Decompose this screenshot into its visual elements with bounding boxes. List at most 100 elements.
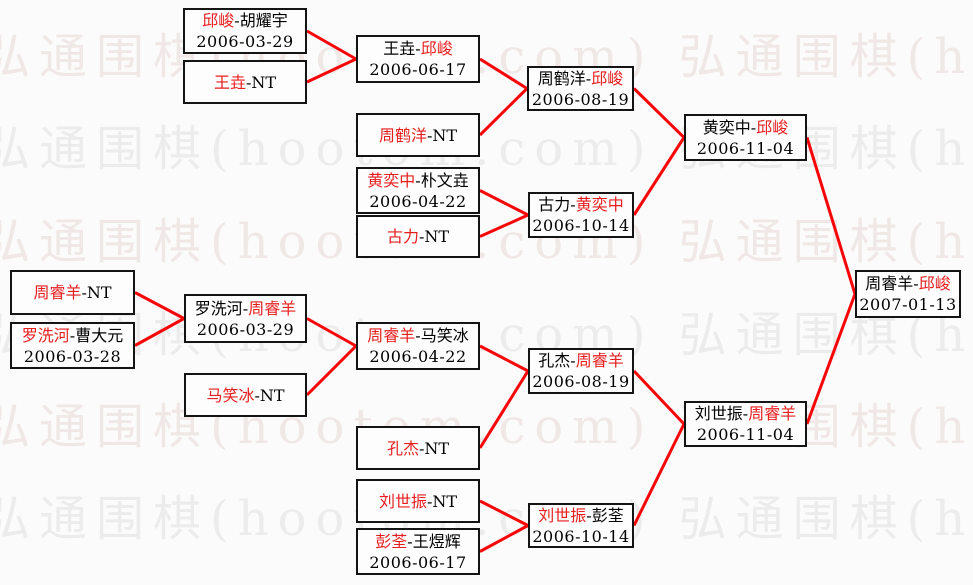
match-date: 2006-11-04 — [696, 425, 795, 444]
player-left-name: 黄奕中 — [367, 170, 416, 190]
connector-line — [306, 57, 357, 84]
match-date: 2006-04-22 — [369, 191, 467, 211]
match-players: 彭荃-王煜辉 — [375, 531, 460, 552]
player-left-name: 孔杰 — [538, 351, 571, 370]
player-separator: - — [234, 11, 240, 30]
match-players: 罗洗河-曹大元 — [22, 325, 123, 346]
player-left-name: 黄奕中 — [702, 117, 751, 137]
match-box-s1b: 罗洗河-曹大元 2006-03-28 — [10, 322, 135, 369]
player-left-name: 孔杰 — [386, 438, 419, 458]
player-left-name: 周睿羊 — [865, 274, 914, 293]
player-left-name: 罗洗河 — [194, 298, 243, 318]
player-separator: - — [242, 298, 249, 318]
connector-line — [478, 87, 529, 137]
player-left-name: 古力 — [538, 195, 571, 214]
match-box-s2b: 马笑冰-NT — [184, 373, 307, 417]
player-separator: - — [415, 39, 421, 58]
player-right-name: 邱峻 — [756, 117, 789, 137]
match-box-s3d: 彭荃-王煜辉 2006-06-17 — [356, 528, 480, 575]
player-separator: - — [586, 505, 592, 525]
connector-line — [134, 317, 185, 347]
connector-line — [306, 317, 357, 348]
player-left-name: 刘世振 — [694, 404, 743, 423]
player-right-name: 周睿羊 — [748, 404, 797, 423]
match-box-r1a: 邱峻-胡耀宇 2006-03-29 — [183, 8, 307, 54]
player-right-name: NT — [259, 385, 285, 405]
connector-line — [479, 524, 529, 553]
match-date: 2006-06-17 — [369, 552, 467, 572]
match-box-r2a: 王垚-邱峻 2006-06-17 — [356, 35, 480, 83]
player-separator: - — [585, 68, 592, 88]
match-box-s4a: 孔杰-周睿羊 2006-08-19 — [528, 348, 634, 394]
match-players: 刘世振-周睿羊 — [695, 403, 796, 424]
player-separator: - — [69, 325, 76, 345]
player-separator: - — [415, 326, 421, 345]
player-left-name: 马笑冰 — [206, 385, 255, 405]
match-box-s4b: 刘世振-彭荃 2006-10-14 — [528, 503, 634, 548]
match-box-s3a: 周睿羊-马笑冰 2006-04-22 — [356, 322, 480, 370]
player-right-name: 邱峻 — [591, 68, 624, 88]
match-players: 黄奕中-朴文垚 — [367, 170, 468, 191]
player-left-name: 周睿羊 — [367, 326, 416, 345]
player-separator: - — [913, 274, 919, 293]
match-players: 孔杰-周睿羊 — [538, 350, 623, 371]
player-separator: - — [750, 117, 757, 137]
player-left-name: 周鹤洋 — [378, 125, 427, 145]
connector-line — [632, 423, 686, 527]
connector-line — [632, 369, 686, 426]
match-players: 黄奕中-邱峻 — [703, 117, 788, 138]
match-players: 王垚-邱峻 — [383, 38, 452, 59]
match-players: 周睿羊-马笑冰 — [367, 325, 468, 346]
match-date: 2006-08-19 — [531, 89, 630, 109]
player-left-name: 刘世振 — [378, 491, 427, 511]
player-left-name: 周睿羊 — [33, 283, 82, 302]
player-separator: - — [245, 72, 252, 92]
player-right-name: NT — [86, 283, 112, 302]
player-separator: - — [418, 227, 425, 246]
player-left-name: 王垚 — [383, 39, 416, 58]
match-date: 2006-03-29 — [196, 32, 294, 51]
player-separator: - — [426, 125, 433, 145]
player-right-name: 朴文垚 — [420, 170, 469, 190]
match-box-r3a: 周鹤洋-邱峻 2006-08-19 — [527, 66, 634, 111]
player-right-name: 马笑冰 — [420, 326, 469, 345]
match-date: 2006-03-29 — [196, 319, 295, 339]
match-players: 周鹤洋-邱峻 — [538, 68, 623, 89]
player-left-name: 王垚 — [213, 72, 246, 92]
match-box-r2d: 古力-NT — [356, 215, 480, 258]
connector-line — [306, 29, 357, 61]
match-players: 孔杰-NT — [387, 438, 449, 459]
player-separator: - — [426, 491, 433, 511]
player-right-name: 曹大元 — [75, 325, 124, 345]
match-players: 周睿羊-邱峻 — [865, 273, 950, 294]
player-separator: - — [570, 195, 576, 214]
player-left-name: 刘世振 — [538, 505, 587, 525]
player-right-name: 周睿羊 — [248, 298, 297, 318]
connector-line — [805, 137, 857, 295]
match-players: 刘世振-NT — [379, 491, 457, 512]
player-left-name: 邱峻 — [202, 11, 235, 30]
player-separator: - — [570, 351, 576, 370]
player-right-name: NT — [432, 491, 458, 511]
player-left-name: 罗洗河 — [21, 325, 70, 345]
match-players: 周睿羊-NT — [33, 282, 111, 303]
match-date: 2006-03-28 — [23, 346, 122, 366]
connector-line — [479, 189, 529, 217]
player-left-name: 彭荃 — [375, 531, 408, 551]
connector-line — [479, 213, 529, 238]
player-right-name: 邱峻 — [420, 39, 453, 58]
match-box-s1a: 周睿羊-NT — [10, 270, 135, 315]
connector-line — [478, 370, 530, 449]
match-box-r2c: 黄奕中-朴文垚 2006-04-22 — [356, 167, 480, 214]
match-box-r1b: 王垚-NT — [183, 60, 307, 104]
match-players: 邱峻-胡耀宇 — [202, 10, 287, 31]
player-right-name: 邱峻 — [918, 274, 951, 293]
player-right-name: 黄奕中 — [575, 195, 624, 214]
connector-line — [632, 136, 686, 216]
player-right-name: 周睿羊 — [575, 351, 624, 370]
player-separator: - — [81, 283, 87, 302]
match-date: 2006-08-19 — [532, 372, 630, 391]
player-separator: - — [742, 404, 749, 423]
connector-line — [479, 344, 529, 373]
